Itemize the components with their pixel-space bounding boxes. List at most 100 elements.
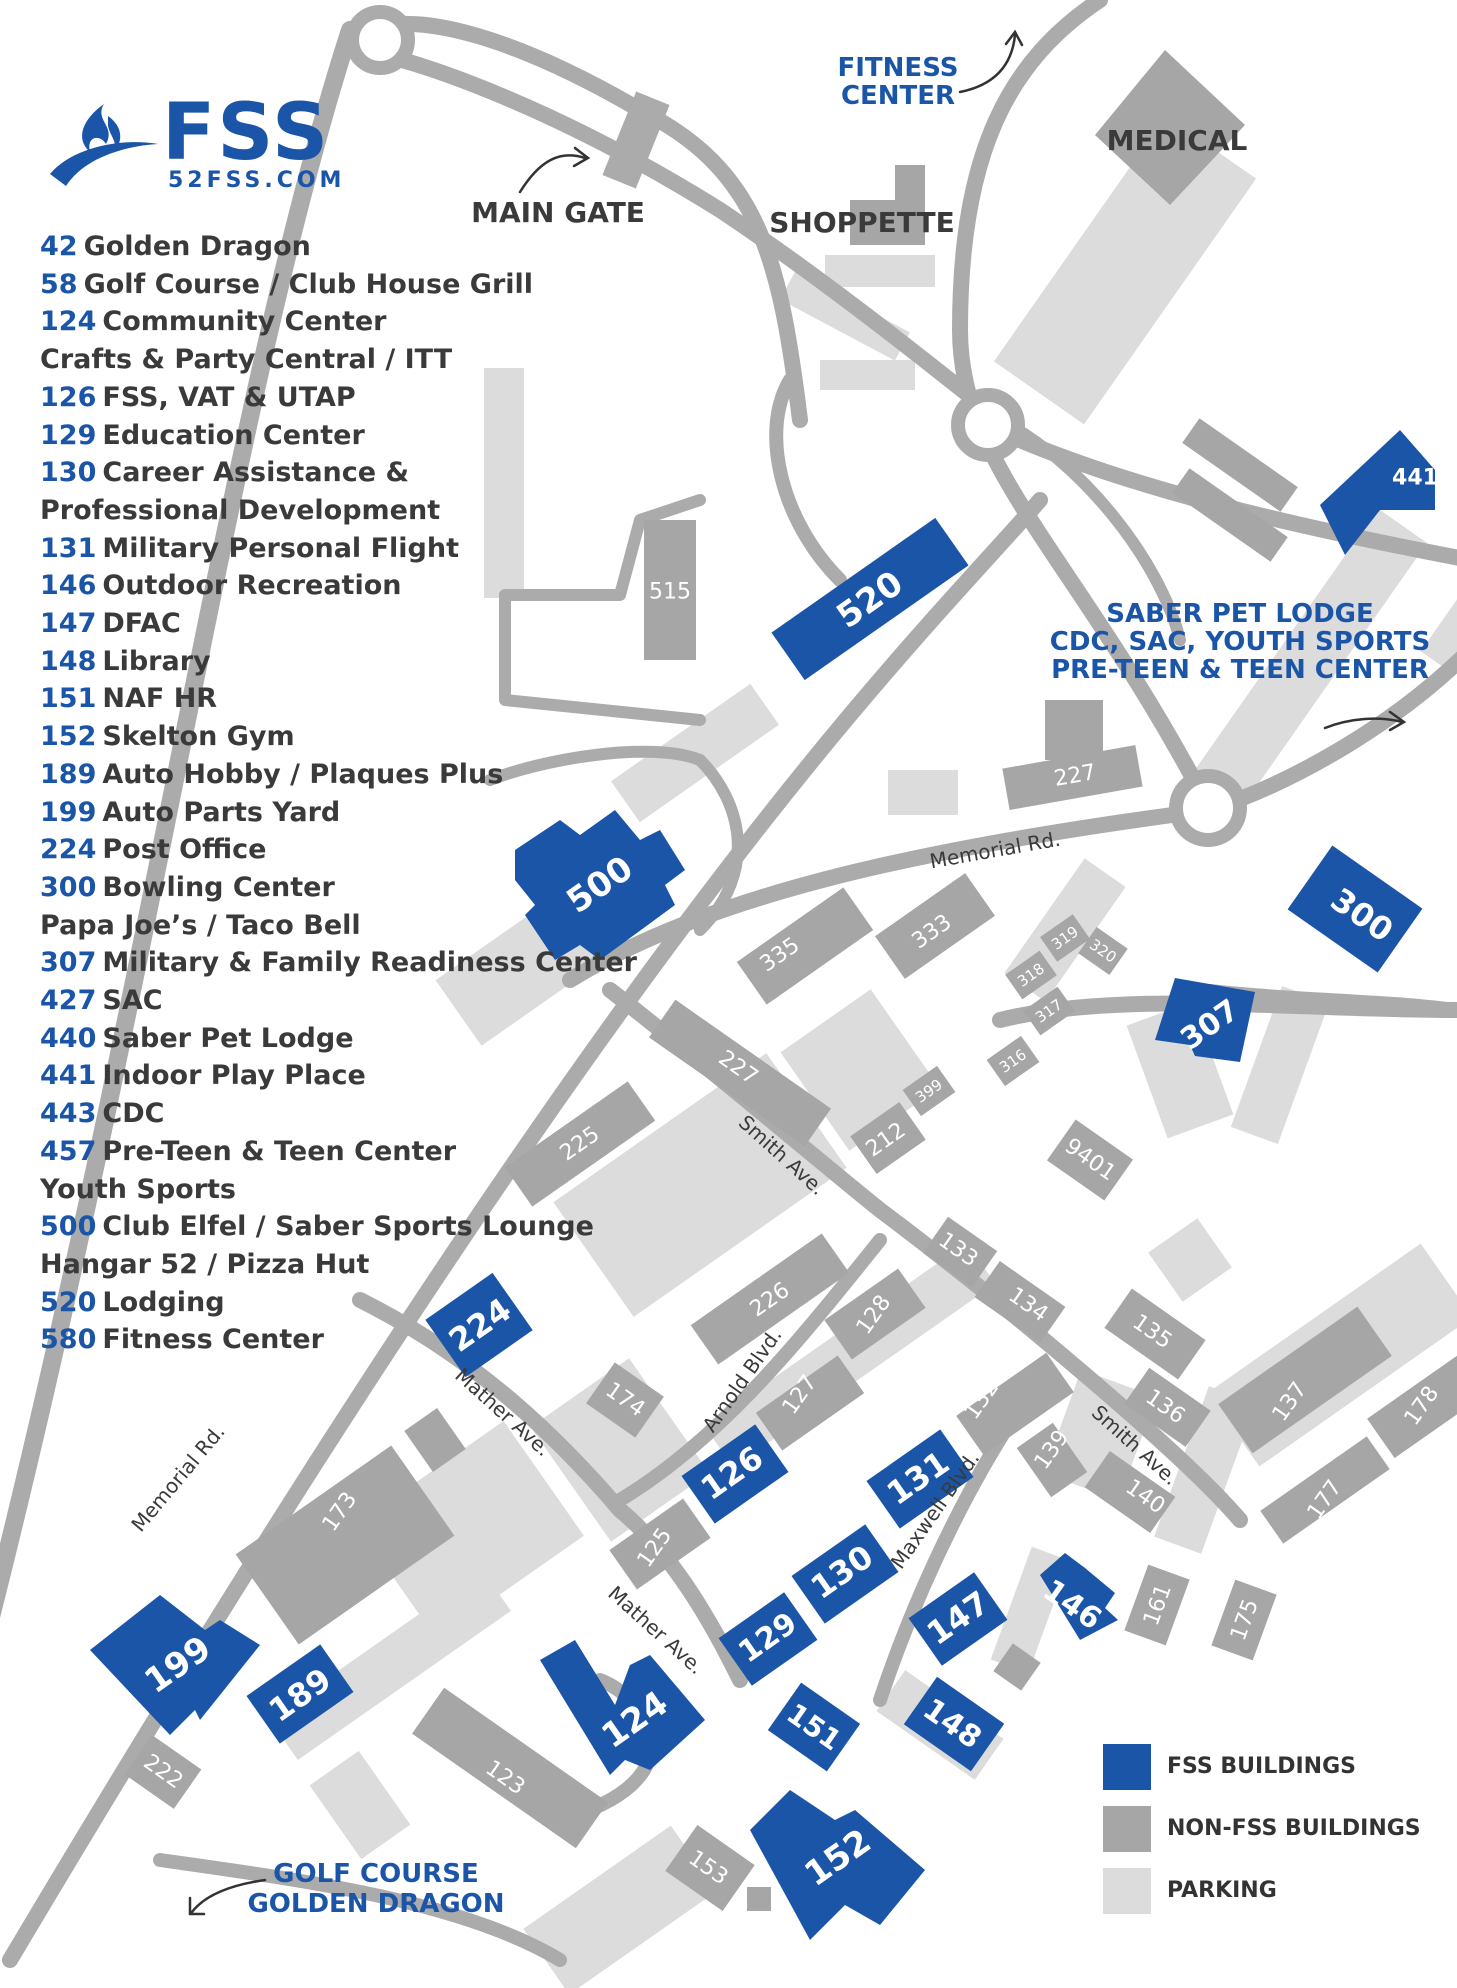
directory-name: Club Elfel / Saber Sports Lounge — [102, 1211, 594, 1243]
building-125 — [609, 1498, 711, 1590]
arrow-main-gate — [518, 154, 587, 194]
building-136 — [1124, 1367, 1211, 1447]
directory-name: Post Office — [102, 834, 267, 866]
directory-name: Lodging — [102, 1286, 225, 1318]
directory-name: SAC — [102, 985, 163, 1017]
building-140 — [1084, 1451, 1176, 1533]
directory-number: 300 — [40, 871, 97, 903]
west-spur — [499, 494, 706, 601]
memorial-road — [562, 802, 1218, 988]
east-connector — [994, 414, 1186, 646]
building-174 — [586, 1362, 664, 1438]
arrow-fitness — [958, 33, 1017, 94]
directory-name: Library — [102, 645, 211, 677]
roundabout-shoppette — [951, 388, 1025, 462]
building-127 — [755, 1355, 865, 1451]
building-124 — [540, 1640, 705, 1775]
directory-number: 131 — [40, 532, 97, 564]
place-golf-2: GOLDEN DRAGON — [247, 1889, 504, 1919]
lodge-road — [769, 373, 847, 587]
shoppette-building — [850, 165, 925, 245]
directory-number: 457 — [40, 1135, 97, 1167]
building-146 — [1040, 1553, 1118, 1640]
building-139 — [1016, 1422, 1088, 1498]
arrow-main-gate-head — [572, 146, 591, 168]
building-137 — [1218, 1306, 1392, 1454]
directory-number: 441 — [40, 1060, 97, 1092]
building-333 — [875, 873, 995, 979]
legend-label: PARKING — [1167, 1878, 1277, 1903]
directory-number: 224 — [40, 834, 97, 866]
directory-name: Crafts & Party Central / ITT — [40, 344, 453, 376]
building-189 — [246, 1644, 354, 1744]
building-319 — [1040, 914, 1090, 962]
building-317 — [1023, 986, 1075, 1036]
directory-number: 148 — [40, 645, 97, 677]
building-212 — [850, 1101, 926, 1175]
building-178 — [1367, 1349, 1457, 1459]
building-130 — [791, 1524, 899, 1624]
directory-name: Bowling Center — [102, 871, 335, 903]
building-227b — [648, 999, 832, 1147]
directory-number: 427 — [40, 985, 97, 1017]
building-146-annex — [993, 1643, 1041, 1691]
parking-lot — [993, 115, 1257, 425]
directory-number: 440 — [40, 1022, 97, 1054]
legend-item: PARKING — [1103, 1868, 1433, 1930]
parking-lot — [1182, 508, 1428, 822]
directory-number: 199 — [40, 796, 97, 828]
north-east-road — [952, 0, 1218, 818]
directory-number: 130 — [40, 457, 97, 489]
place-saber-2: CDC, SAC, YOUTH SPORTS — [1050, 627, 1430, 657]
directory-number: 189 — [40, 758, 97, 790]
place-saber-3: PRE-TEEN & TEEN CENTER — [1051, 655, 1429, 685]
label-515: 515 — [649, 580, 691, 605]
south-road — [153, 1853, 567, 1967]
directory-number: 147 — [40, 608, 97, 640]
arnold-blvd — [613, 1233, 887, 1507]
directory-name: Papa Joe’s / Taco Bell — [40, 909, 361, 941]
building-173 — [235, 1445, 455, 1645]
arrow-fitness-head — [1004, 29, 1024, 47]
arrow-saber-head — [1388, 710, 1407, 732]
fss-swoosh-icon — [50, 104, 158, 186]
place-golf-1: GOLF COURSE — [273, 1859, 479, 1889]
parking-lot — [530, 1358, 710, 1542]
building-9401 — [1046, 1119, 1134, 1201]
building-129 — [718, 1592, 818, 1686]
building-153 — [665, 1824, 755, 1912]
legend-swatch — [1103, 1744, 1151, 1790]
directory-number: 580 — [40, 1324, 97, 1356]
parking-lot — [1148, 1218, 1232, 1302]
building-147 — [908, 1572, 1008, 1666]
west-spur-2 — [499, 589, 706, 726]
building-medical-side-2 — [1172, 468, 1288, 562]
directory-entry: Hangar 52 / Pizza Hut — [40, 1246, 600, 1284]
directory-entry: Papa Joe’s / Taco Bell — [40, 907, 600, 945]
directory-name: Saber Pet Lodge — [102, 1022, 354, 1054]
directory-name: Youth Sports — [40, 1173, 236, 1205]
building-135 — [1104, 1288, 1206, 1380]
legend-swatch — [1103, 1868, 1151, 1914]
directory-name: Auto Parts Yard — [102, 796, 341, 828]
label-441: 441 — [1392, 466, 1438, 491]
building-128 — [824, 1268, 926, 1360]
building-132 — [956, 1352, 1074, 1456]
place-shoppette: SHOPPETTE — [769, 206, 955, 239]
place-medical: MEDICAL — [1107, 124, 1248, 157]
directory-name: Military & Family Readiness Center — [102, 947, 637, 979]
directory-entry: Professional Development — [40, 492, 600, 530]
directory-number: 520 — [40, 1286, 97, 1318]
parking-lot — [780, 271, 910, 361]
building-222 — [124, 1735, 202, 1809]
parking-lot — [1126, 1001, 1234, 1139]
arrow-saber — [1323, 717, 1404, 730]
building-227a — [1045, 700, 1103, 760]
